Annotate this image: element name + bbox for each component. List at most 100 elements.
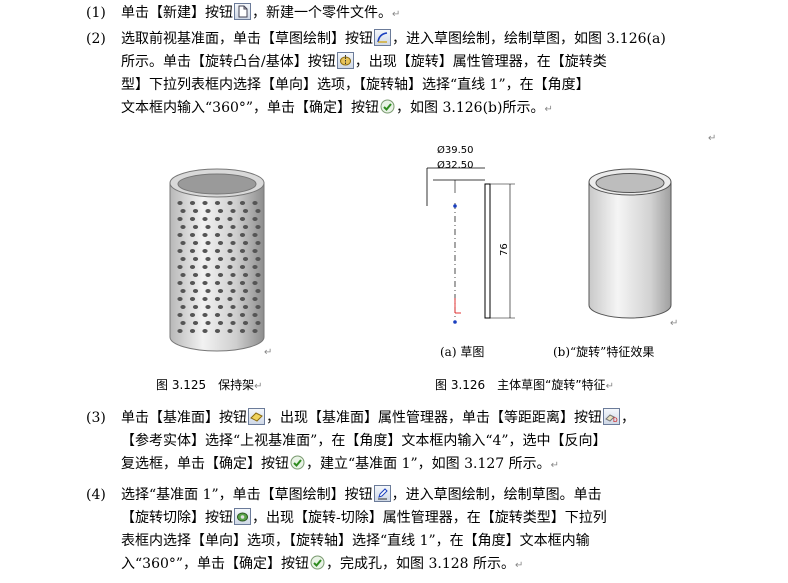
sketch-icon[interactable] bbox=[374, 29, 391, 46]
dimension-inner-diameter: Ø32.50 bbox=[437, 159, 474, 171]
perforation-hole bbox=[217, 305, 224, 309]
confirm-check-icon[interactable] bbox=[310, 555, 325, 570]
perforation-hole bbox=[239, 201, 246, 205]
perforation-hole bbox=[180, 289, 186, 293]
perforation-hole bbox=[177, 217, 183, 221]
perforation-hole bbox=[205, 289, 211, 293]
confirm-check-icon[interactable] bbox=[380, 99, 395, 114]
dimension-height: 76 bbox=[499, 243, 510, 256]
perforation-hole bbox=[242, 209, 249, 213]
perforation-hole bbox=[180, 257, 186, 261]
perforation-hole bbox=[192, 257, 199, 261]
step-line: 型】下拉列表框内选择【单向】选项，【旋转轴】选择“直线 1”，在【角度】 bbox=[121, 77, 590, 93]
perforation-hole bbox=[205, 241, 211, 245]
perforation-hole bbox=[192, 321, 199, 325]
perforation-hole bbox=[205, 225, 211, 229]
perforation-hole bbox=[217, 289, 224, 293]
perforation-hole bbox=[202, 329, 208, 333]
perforation-hole bbox=[180, 241, 186, 245]
svg-text:D: D bbox=[613, 417, 618, 423]
perforation-hole bbox=[214, 233, 221, 237]
return-mark: ↵ bbox=[264, 347, 273, 358]
perforation-hole bbox=[202, 281, 208, 285]
perforation-hole bbox=[230, 321, 236, 325]
perforation-hole bbox=[202, 233, 208, 237]
perforation-hole bbox=[255, 289, 261, 293]
perforation-hole bbox=[177, 265, 183, 269]
perforation-hole bbox=[227, 201, 233, 205]
perforation-hole bbox=[239, 249, 246, 253]
perforation-hole bbox=[227, 217, 233, 221]
figure-sketch: Ø39.50 Ø32.50 76 bbox=[426, 144, 515, 324]
perforation-hole bbox=[214, 329, 221, 333]
perforation-hole bbox=[217, 241, 224, 245]
perforation-hole bbox=[202, 313, 208, 317]
perforation-hole bbox=[217, 209, 224, 213]
subcaption-b: (b)“旋转”特征效果 bbox=[553, 345, 655, 359]
perforation-hole bbox=[180, 225, 186, 229]
figure-revolve-result bbox=[588, 168, 672, 319]
perforation-hole bbox=[214, 249, 221, 253]
perforation-hole bbox=[177, 249, 183, 253]
confirm-check-icon[interactable] bbox=[290, 455, 305, 470]
sketch-pencil-icon[interactable] bbox=[373, 485, 391, 502]
perforation-hole bbox=[192, 305, 199, 309]
perforation-hole bbox=[239, 313, 246, 317]
new-document-icon[interactable] bbox=[234, 3, 251, 20]
step-line: 【参考实体】选择“上视基准面”，在【角度】文本框内输入“4”，选中【反向】 bbox=[121, 433, 607, 449]
perforation-hole bbox=[217, 273, 224, 277]
perforation-hole bbox=[177, 233, 183, 237]
offset-distance-icon[interactable]: D bbox=[603, 408, 620, 425]
perforation-hole bbox=[239, 297, 246, 301]
perforation-hole bbox=[239, 265, 246, 269]
perforation-hole bbox=[252, 233, 258, 237]
reference-plane-icon[interactable] bbox=[248, 408, 265, 425]
step-line: 文本框内输入“360°”，单击【确定】按钮，如图 3.126(b)所示。↵ bbox=[121, 99, 553, 116]
perforation-hole bbox=[255, 225, 261, 229]
perforation-hole bbox=[239, 217, 246, 221]
step-line: 【旋转切除】按钮，出现【旋转-切除】属性管理器，在【旋转类型】下拉列 bbox=[121, 508, 607, 526]
perforation-hole bbox=[252, 281, 258, 285]
step-line: 选择“基准面 1”，单击【草图绘制】按钮，进入草图绘制，绘制草图。单击 bbox=[121, 485, 602, 503]
perforation-hole bbox=[192, 289, 199, 293]
perforation-hole bbox=[252, 297, 258, 301]
perforation-hole bbox=[242, 273, 249, 277]
perforation-hole bbox=[242, 241, 249, 245]
perforation-hole bbox=[202, 217, 208, 221]
perforation-hole bbox=[217, 257, 224, 261]
perforation-hole bbox=[252, 329, 258, 333]
step-line: 所示。单击【旋转凸台/基体】按钮，出现【旋转】属性管理器，在【旋转类 bbox=[121, 52, 607, 70]
perforation-hole bbox=[255, 273, 261, 277]
perforation-hole bbox=[202, 265, 208, 269]
figure-caption-3-125: 图 3.125 保持架↵ bbox=[156, 378, 263, 392]
perforation-hole bbox=[214, 201, 221, 205]
perforation-hole bbox=[192, 225, 199, 229]
perforation-hole bbox=[189, 249, 196, 253]
step-line: 选取前视基准面，单击【草图绘制】按钮，进入草图绘制，绘制草图，如图 3.126(… bbox=[121, 29, 666, 47]
perforation-hole bbox=[242, 225, 249, 229]
perforation-hole bbox=[205, 305, 211, 309]
perforation-hole bbox=[214, 265, 221, 269]
perforation-hole bbox=[177, 313, 183, 317]
perforation-hole bbox=[255, 305, 261, 309]
step-4: (4) 选择“基准面 1”，单击【草图绘制】按钮，进入草图绘制，绘制草图。单击 … bbox=[86, 484, 786, 580]
revolve-cut-icon[interactable] bbox=[234, 508, 251, 525]
perforation-hole bbox=[180, 321, 186, 325]
perforation-hole bbox=[192, 241, 199, 245]
revolve-boss-icon[interactable] bbox=[336, 52, 354, 69]
perforation-hole bbox=[217, 321, 224, 325]
step-number: (1) bbox=[86, 5, 106, 21]
perforation-hole bbox=[214, 297, 221, 301]
perforation-hole bbox=[227, 265, 233, 269]
perforation-hole bbox=[242, 257, 249, 261]
subcaption-a: (a) 草图 bbox=[440, 345, 485, 359]
perforation-hole bbox=[192, 273, 199, 277]
return-mark: ↵ bbox=[670, 318, 679, 329]
perforation-hole bbox=[180, 305, 186, 309]
perforation-hole bbox=[189, 281, 196, 285]
step-number: (4) bbox=[86, 487, 106, 503]
perforation-hole bbox=[189, 329, 196, 333]
step-number: (2) bbox=[86, 31, 106, 47]
perforation-hole bbox=[189, 233, 196, 237]
perforation-hole bbox=[202, 249, 208, 253]
